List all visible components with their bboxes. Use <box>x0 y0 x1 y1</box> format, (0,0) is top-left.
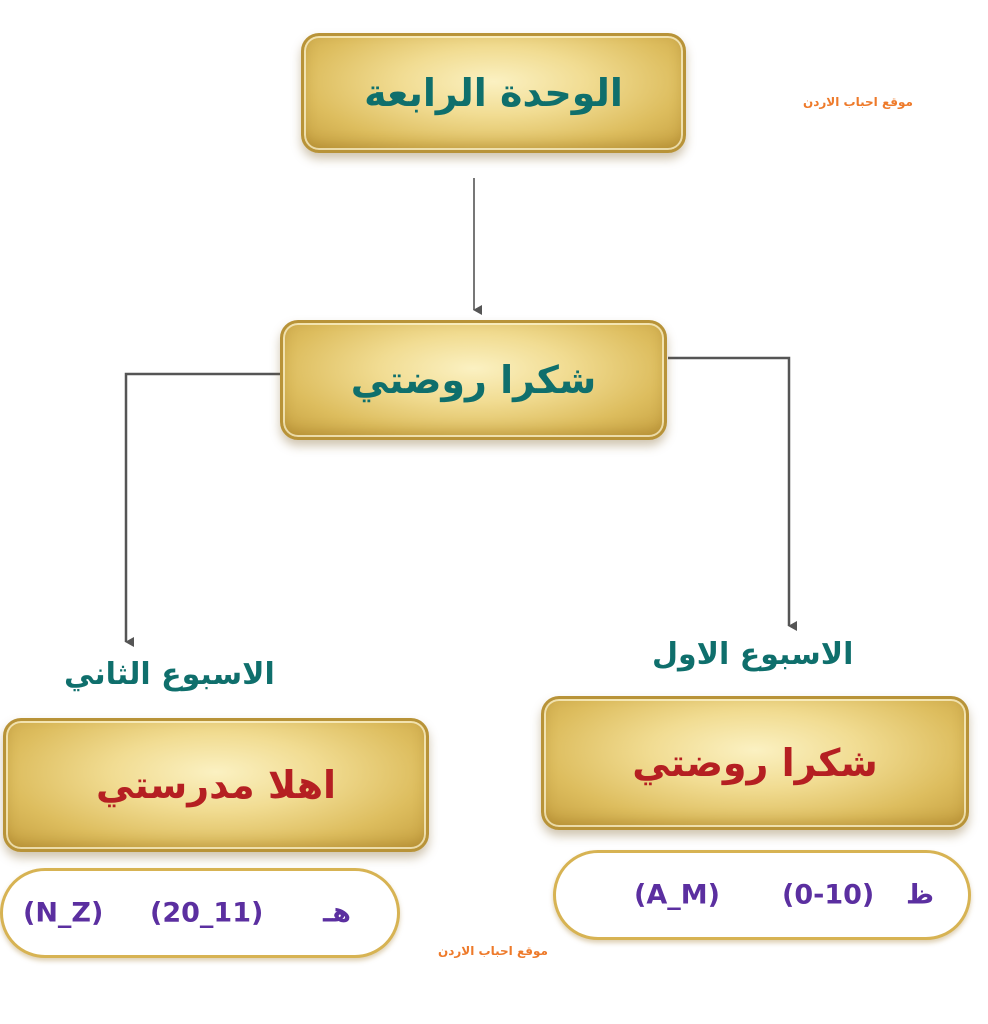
right-numbers: (0-10) <box>782 879 875 911</box>
right-letter: ظ <box>906 879 935 911</box>
top-unit-box: الوحدة الرابعة <box>301 33 686 153</box>
arrow-middle-to-left <box>124 372 280 647</box>
right-lesson-box: شكرا روضتي <box>541 696 969 830</box>
right-week-label: الاسبوع الاول <box>652 637 854 672</box>
top-unit-title: الوحدة الرابعة <box>364 71 623 115</box>
watermark-top: موقع احباب الاردن <box>803 95 913 109</box>
left-week-label: الاسبوع الثاني <box>64 657 275 692</box>
left-range: (N_Z) <box>23 897 104 929</box>
left-info-pill: (N_Z) (20_11) هـ <box>0 868 400 958</box>
left-lesson-title: اهلا مدرستي <box>95 763 337 807</box>
arrow-middle-to-right <box>668 356 797 631</box>
right-info-pill: (A_M) (0-10) ظ <box>553 850 971 940</box>
left-numbers: (20_11) <box>150 897 264 929</box>
watermark-bottom: موقع احباب الاردن <box>438 944 548 958</box>
right-lesson-title: شكرا روضتي <box>632 741 878 785</box>
right-range: (A_M) <box>634 879 720 911</box>
middle-lesson-title: شكرا روضتي <box>350 358 597 402</box>
left-letter: هـ <box>323 897 351 929</box>
left-lesson-box: اهلا مدرستي <box>3 718 429 852</box>
middle-lesson-box: شكرا روضتي <box>280 320 667 440</box>
